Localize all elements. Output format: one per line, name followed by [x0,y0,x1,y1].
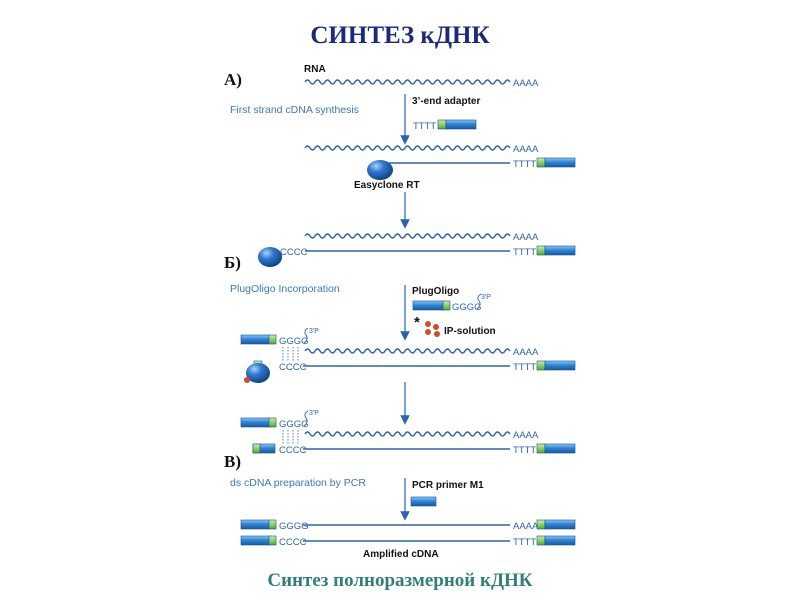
three-prime-phosphate: 3'P [481,294,491,301]
adapter-oligo [536,245,576,256]
adapter-oligo [437,119,477,130]
slide-title: СИНТЕЗ кДНК [310,22,490,49]
reverse-transcriptase-enzyme [246,363,270,383]
step-plugoligo: PlugOligo Incorporation [230,283,340,295]
polyc-sequence: CCCC [280,247,308,258]
polyg-sequence: GGGG [279,521,309,532]
star-marker: * [414,314,420,331]
rna-strand [304,145,511,151]
polyg-sequence: GGGG [279,419,309,430]
adapter-label: 3’-end adapter [412,96,480,107]
polyg-sequence: GGGG [279,336,309,347]
polyc-sequence: CCCC [279,445,307,456]
polyg-sequence: GGGG [452,302,482,313]
amplified-cdna-label: Amplified cDNA [363,549,439,560]
plugoligo-oligo [240,334,277,345]
phosphate-linker [303,410,309,427]
polyt-sequence: TTTT [413,121,436,132]
base-pairing [282,430,299,444]
base-pairing [282,347,299,361]
pcr-primer-oligo [410,496,437,507]
plugoligo-oligo [412,300,451,311]
plugoligo-oligo [240,417,277,428]
polya-sequence: AAAA [513,430,539,441]
polyt-sequence: TTTT [513,247,536,258]
rna-strand [304,431,511,437]
pcr-primer-label: PCR primer M1 [412,480,484,491]
polyc-sequence: CCCC [279,537,307,548]
three-prime-phosphate: 3'P [309,410,319,417]
adapter-oligo [536,535,576,546]
polyt-sequence: TTTT [513,537,536,548]
plugoligo-oligo [240,535,277,546]
ip-solution-dot [244,377,250,383]
plugoligo-oligo [240,519,277,530]
adapter-oligo [536,443,576,454]
rt-label: Easyclone RT [354,180,420,191]
reverse-transcriptase-enzyme [367,160,393,180]
phosphate-linker [476,293,482,310]
polya-sequence: AAAA [513,347,539,358]
polyc-sequence: CCCC [279,362,307,373]
section-a-label: А) [224,70,242,89]
polya-sequence: AAAA [513,521,539,532]
polyt-sequence: TTTT [513,159,536,170]
plugoligo-label: PlugOligo [412,286,459,297]
rna-strand [304,233,511,239]
ip-solution-dots [425,321,440,337]
section-c-label: В) [224,452,241,471]
step-pcr: ds cDNA preparation by PCR [230,477,366,489]
polyt-sequence: TTTT [513,445,536,456]
slide-caption: Синтез полноразмерной кДНК [267,570,533,591]
polya-sequence: AAAA [513,78,539,89]
polyt-sequence: TTTT [513,362,536,373]
step-first-strand: First strand cDNA synthesis [230,104,359,116]
adapter-oligo [536,360,576,371]
ip-solution-label: IP-solution [444,326,496,337]
section-b-label: Б) [224,253,241,272]
rna-strand [304,348,511,354]
reverse-transcriptase-enzyme [258,247,282,267]
polya-sequence: AAAA [513,144,539,155]
rna-strand [304,79,511,85]
phosphate-linker [303,327,309,344]
adapter-oligo [536,519,576,530]
three-prime-phosphate: 3'P [309,328,319,335]
adapter-oligo [252,443,276,454]
polya-sequence: AAAA [513,232,539,243]
adapter-oligo [536,157,576,168]
rna-label: RNA [304,64,326,75]
